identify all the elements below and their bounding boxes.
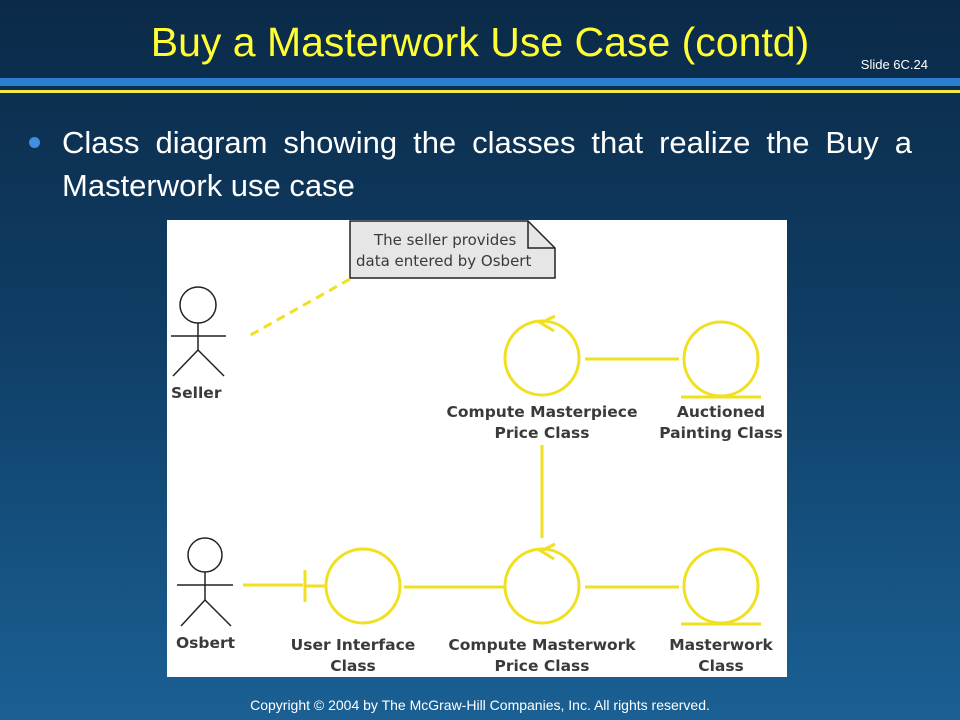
bullet-marker — [29, 137, 40, 148]
seller-label: Seller — [171, 384, 222, 402]
entity-masterwork — [681, 547, 761, 626]
note-line-1: The seller provides — [373, 231, 517, 249]
slide-number: Slide 6C.24 — [860, 57, 928, 72]
control-compute-masterpiece — [503, 314, 581, 397]
compute-masterwork-label-1: Compute Masterwork — [448, 636, 636, 654]
copyright-footer: Copyright © 2004 by The McGraw-Hill Comp… — [250, 697, 710, 713]
masterwork-label-2: Class — [698, 657, 744, 675]
seller-leg-right — [197, 349, 225, 377]
control-arrow — [537, 542, 556, 561]
user-interface-label-2: Class — [330, 657, 376, 675]
control-circle — [503, 319, 581, 397]
class-diagram: The seller provides data entered by Osbe… — [167, 220, 787, 677]
note-link-dashed — [246, 277, 351, 339]
slide-title: Buy a Masterwork Use Case (contd) — [150, 19, 810, 65]
compute-masterpiece-label-1: Compute Masterpiece — [447, 403, 638, 421]
seller-leg-left — [172, 349, 199, 377]
boundary-circle — [324, 547, 402, 625]
class-diagram-canvas: The seller provides data entered by Osbe… — [171, 220, 783, 675]
entity-auctioned-painting — [681, 320, 761, 399]
entity-circle — [682, 547, 760, 625]
osbert-leg-right — [204, 599, 232, 627]
note: The seller provides data entered by Osbe… — [349, 220, 556, 279]
masterwork-label-1: Masterwork — [669, 636, 773, 654]
note-line-2: data entered by Osbert — [356, 252, 531, 270]
note-fold — [527, 221, 555, 249]
note-shape — [349, 220, 556, 279]
user-interface-label-1: User Interface — [291, 636, 416, 654]
osbert-leg-left — [180, 599, 206, 627]
compute-masterpiece-label-2: Price Class — [494, 424, 589, 442]
control-compute-masterwork — [503, 542, 581, 625]
auctioned-painting-label-1: Auctioned — [677, 403, 765, 421]
actor-osbert — [177, 537, 233, 627]
osbert-head — [187, 537, 223, 573]
header-divider-blue — [0, 78, 960, 86]
bullet-text: Class diagram showing the classes that r… — [62, 125, 912, 203]
entity-circle — [682, 320, 760, 398]
compute-masterwork-label-2: Price Class — [494, 657, 589, 675]
control-arrow — [537, 314, 556, 333]
header-divider-yellow — [0, 90, 960, 93]
boundary-user-interface — [303, 547, 402, 625]
associations — [243, 357, 679, 589]
osbert-label: Osbert — [176, 634, 236, 652]
auctioned-painting-label-2: Painting Class — [659, 424, 783, 442]
seller-head — [179, 286, 217, 324]
control-circle — [503, 547, 581, 625]
actor-seller — [171, 286, 226, 377]
